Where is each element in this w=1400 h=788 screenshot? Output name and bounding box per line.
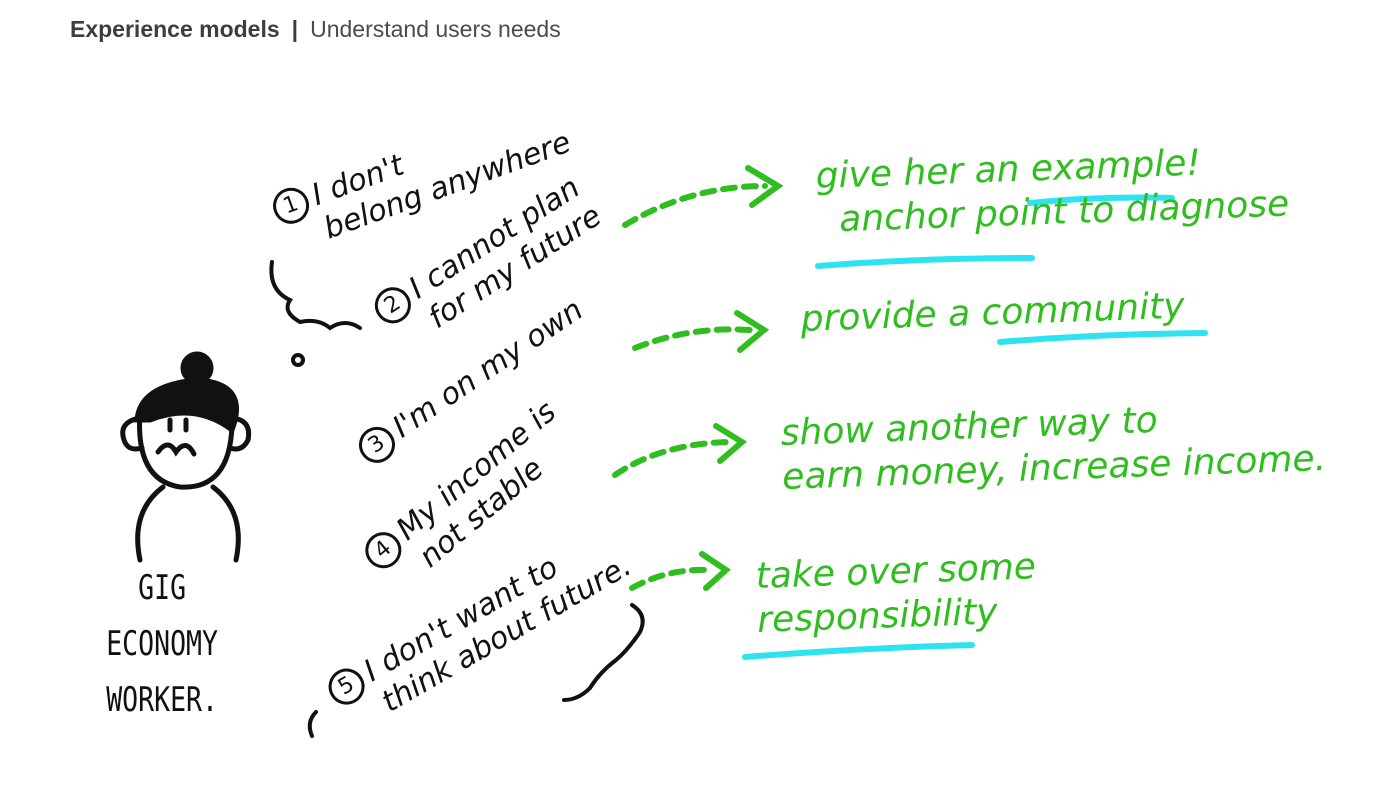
arrow-need5-line	[629, 566, 715, 591]
bracket-left	[307, 710, 318, 738]
action-item-4: take over some responsibility	[755, 545, 1038, 643]
arrow-need2-line	[622, 183, 768, 228]
page-subtitle: Understand users needs	[310, 16, 561, 42]
underline-responsibility	[742, 642, 975, 660]
body-left	[135, 484, 166, 563]
arrow-need3-head	[734, 310, 770, 353]
action-item-1: give her an example! anchor point to dia…	[815, 139, 1290, 243]
persona-label-line1: GIG ECONOMY	[106, 568, 218, 664]
persona-label: GIG ECONOMY WORKER.	[88, 560, 236, 728]
highlight-underlines	[742, 194, 1208, 660]
persona-label-line2: WORKER.	[106, 680, 218, 720]
mouth	[155, 442, 197, 457]
page-header: Experience models | Understand users needs	[70, 16, 561, 43]
underline-community	[997, 330, 1208, 345]
arrows	[612, 165, 784, 591]
persona-figure	[120, 351, 252, 563]
small-dot	[291, 353, 305, 367]
arrow-need5-head	[699, 551, 731, 591]
brace-connector	[269, 260, 362, 331]
page-title: Experience models	[70, 16, 280, 42]
header-separator: |	[291, 16, 299, 42]
arrow-need2-head	[745, 165, 784, 208]
left-ear	[120, 415, 145, 452]
hair	[134, 377, 239, 435]
arrow-need4-line	[612, 439, 731, 478]
bracket-right	[562, 603, 645, 702]
arrow-need3-line	[632, 326, 753, 351]
underline-anchor-point	[815, 255, 1035, 269]
underline-example	[1027, 194, 1175, 206]
body-right	[210, 484, 241, 563]
right-ear	[227, 415, 252, 452]
arrow-need4-head	[713, 423, 748, 464]
connector-scribbles	[269, 260, 645, 738]
